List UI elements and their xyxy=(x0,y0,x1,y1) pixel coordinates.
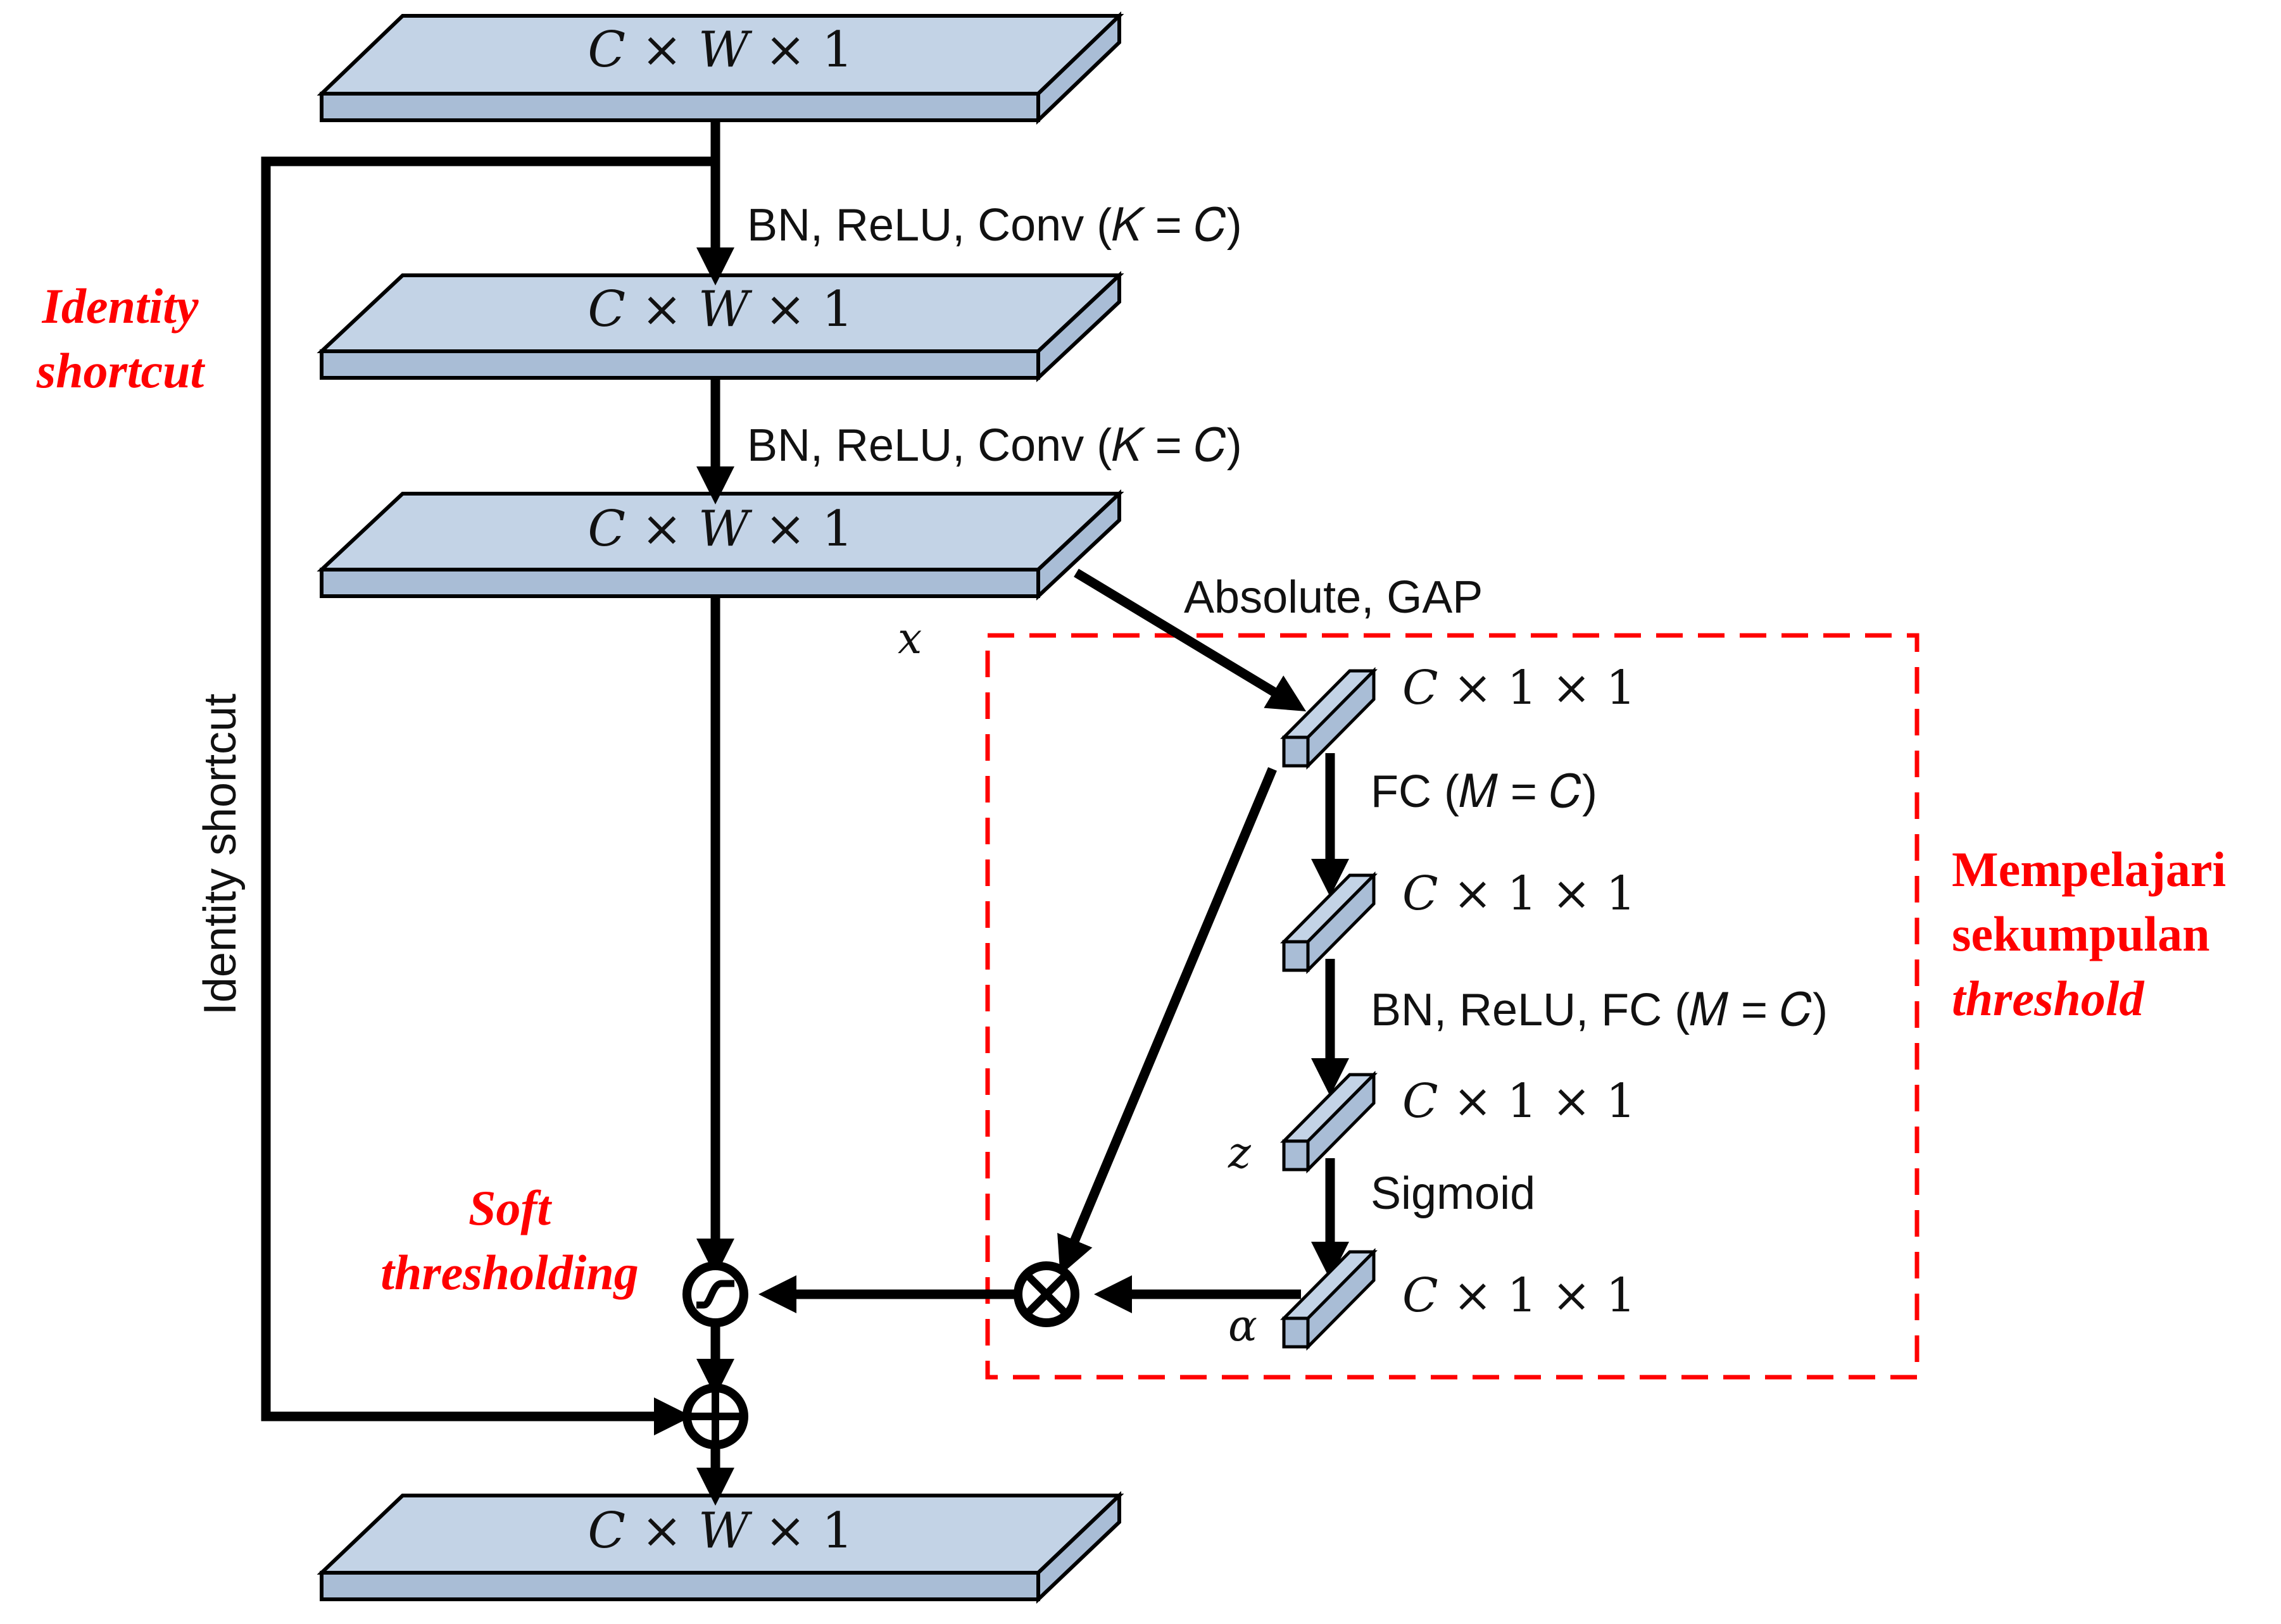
annotation-soft-line2: thresholding xyxy=(380,1245,638,1300)
threshold-module-box xyxy=(985,633,1920,1380)
multiply-node xyxy=(1014,1261,1079,1327)
arrow-gap-to-multiply xyxy=(1057,767,1277,1275)
identity-shortcut-path xyxy=(261,122,720,1435)
annotation-threshold-line2: sekumpulan xyxy=(1952,906,2210,961)
vector-gap-label: 𝐶 × 1 × 1 xyxy=(1402,661,1636,715)
var-alpha: 𝛼 xyxy=(1228,1301,1257,1351)
vector-z-label: 𝐶 × 1 × 1 xyxy=(1402,1074,1636,1128)
block-input-label: 𝐶 × 𝑊 × 1 xyxy=(588,22,853,78)
label-conv2: BN, ReLU, Conv (𝐾 = 𝐶) xyxy=(747,420,1242,471)
annotation-threshold-line3: threshold xyxy=(1952,971,2144,1026)
vector-fc1: 𝐶 × 1 × 1 xyxy=(1280,866,1636,975)
block-input: 𝐶 × 𝑊 × 1 xyxy=(317,11,1124,125)
block-conv2-output-label: 𝐶 × 𝑊 × 1 xyxy=(588,501,853,558)
vector-z: 𝐶 × 1 × 1 xyxy=(1280,1070,1636,1174)
label-fc1: FC (𝑀 = 𝐶) xyxy=(1371,766,1597,817)
vector-fc1-label: 𝐶 × 1 × 1 xyxy=(1402,866,1636,921)
arrow-absolute-gap xyxy=(1074,568,1307,711)
label-absolute-gap: Absolute, GAP xyxy=(1184,572,1483,623)
var-z: 𝑧 xyxy=(1228,1128,1252,1178)
annotation-identity-line2: shortcut xyxy=(36,343,206,398)
block-conv2-output: 𝐶 × 𝑊 × 1 xyxy=(317,489,1124,601)
identity-shortcut-label: Identity shortcut xyxy=(195,694,246,1015)
vector-alpha: 𝐶 × 1 × 1 xyxy=(1280,1247,1636,1351)
var-x: 𝑥 xyxy=(898,614,922,664)
annotation-threshold-line1: Mempelajari xyxy=(1952,842,2226,897)
label-sigmoid: Sigmoid xyxy=(1371,1168,1535,1219)
annotation-soft-line1: Soft xyxy=(468,1180,552,1235)
vector-alpha-label: 𝐶 × 1 × 1 xyxy=(1402,1268,1636,1323)
soft-threshold-node xyxy=(682,1261,748,1327)
block-output: 𝐶 × 𝑊 × 1 xyxy=(317,1490,1124,1604)
vector-gap: 𝐶 × 1 × 1 xyxy=(1280,661,1636,770)
add-node xyxy=(682,1384,748,1449)
annotation-identity-line1: Identity xyxy=(42,278,199,334)
block-output-label: 𝐶 × 𝑊 × 1 xyxy=(588,1502,853,1559)
block-conv1-output: 𝐶 × 𝑊 × 1 xyxy=(317,271,1124,382)
label-fc2: BN, ReLU, FC (𝑀 = 𝐶) xyxy=(1371,985,1828,1035)
block-conv1-output-label: 𝐶 × 𝑊 × 1 xyxy=(588,281,853,338)
label-conv1: BN, ReLU, Conv (𝐾 = 𝐶) xyxy=(747,200,1242,251)
